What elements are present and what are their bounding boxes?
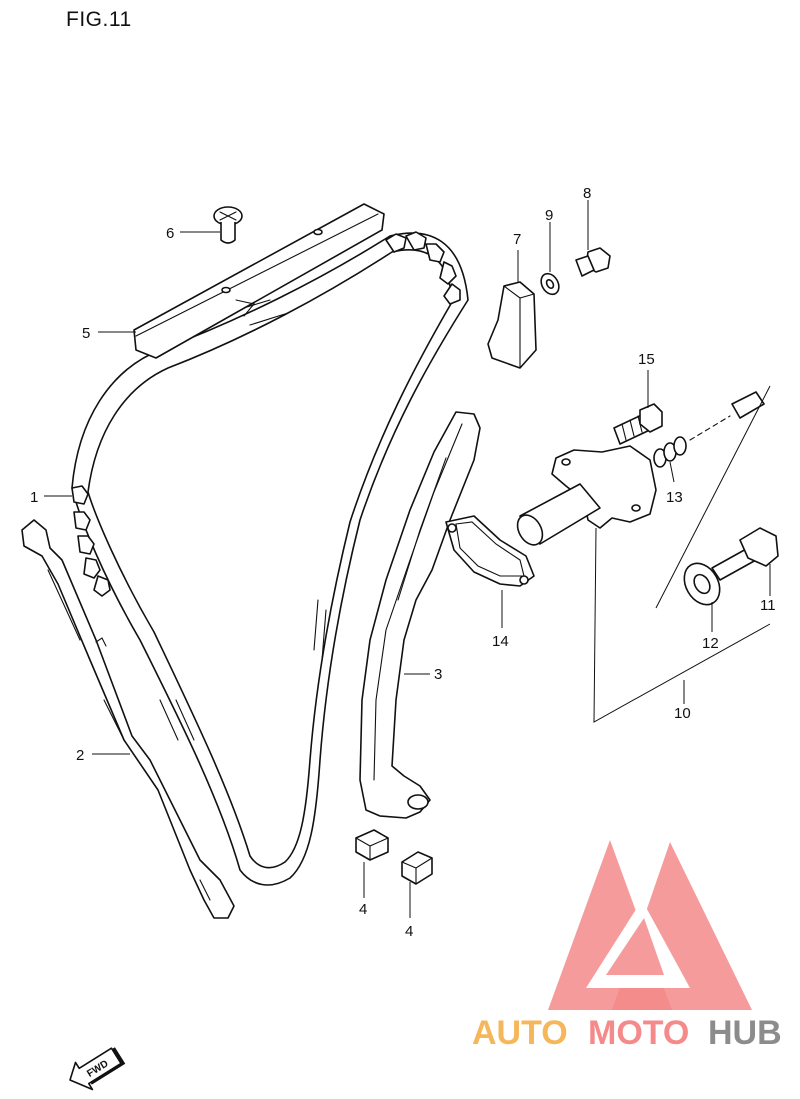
part-4-cushion-a xyxy=(355,829,389,861)
callout-8: 8 xyxy=(583,185,591,202)
part-3-tensioner-guide xyxy=(359,411,481,819)
part-10-tensioner-assembly xyxy=(516,385,771,723)
fwd-arrow-icon: FWD xyxy=(69,1047,126,1091)
part-8-bolt xyxy=(575,247,611,277)
callout-12: 12 xyxy=(702,635,719,652)
part-2-chain-guide-left xyxy=(21,519,235,919)
callout-7: 7 xyxy=(513,231,521,248)
callout-4a: 4 xyxy=(359,901,367,918)
callout-11: 11 xyxy=(760,597,776,614)
callout-15: 15 xyxy=(638,351,655,368)
figure-title: FIG.11 xyxy=(66,8,132,31)
part-15-bolt xyxy=(613,403,663,445)
callout-13: 13 xyxy=(666,489,683,506)
callout-2: 2 xyxy=(76,747,84,764)
logo-word-moto: MOTO xyxy=(588,1014,689,1052)
callout-labels: 1 2 3 4 4 5 6 7 8 9 10 11 12 13 14 15 xyxy=(30,185,776,940)
part-14-gasket xyxy=(445,515,535,587)
leader-lines xyxy=(44,200,771,918)
brand-logo: AUTO MOTO HUB xyxy=(472,840,782,1052)
part-12-washer xyxy=(683,562,721,606)
logo-word-auto: AUTO xyxy=(472,1014,568,1052)
callout-3: 3 xyxy=(434,666,442,683)
part-5-chain-guide-upper xyxy=(133,203,385,359)
part-11-plug-bolt xyxy=(711,527,779,581)
part-4-cushion-b xyxy=(401,851,433,885)
callout-14: 14 xyxy=(492,633,509,650)
callout-5: 5 xyxy=(82,325,90,342)
callout-10: 10 xyxy=(674,705,691,722)
part-13-spring xyxy=(653,391,765,468)
timing-chain xyxy=(71,231,469,886)
logo-word-hub: HUB xyxy=(708,1014,782,1052)
callout-6: 6 xyxy=(166,225,174,242)
part-7-cushion xyxy=(487,281,537,369)
callout-4b: 4 xyxy=(405,923,413,940)
callout-9: 9 xyxy=(545,207,553,224)
part-6-screw xyxy=(213,206,243,244)
part-9-washer xyxy=(540,272,560,296)
callout-1: 1 xyxy=(30,489,38,506)
